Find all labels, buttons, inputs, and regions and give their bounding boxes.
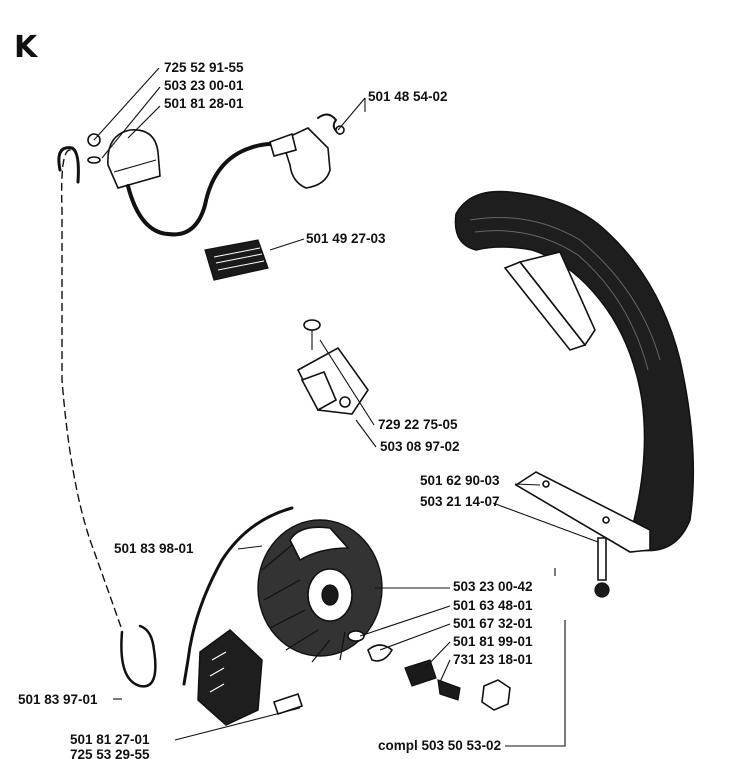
part-label: 725 53 29-55: [70, 747, 150, 759]
part-label: 501 48 54-02: [368, 89, 448, 104]
part-label: 501 81 99-01: [453, 634, 533, 649]
part-label: 501 62 90-03: [420, 473, 500, 488]
part-label: 725 52 91-55: [164, 60, 244, 75]
front-handle: [454, 190, 695, 598]
grille-part: [204, 239, 269, 281]
ignition-lead-assembly: [87, 113, 345, 237]
part-label: 731 23 18-01: [453, 652, 533, 667]
mount-bracket: [296, 319, 369, 415]
part-label: 503 23 00-01: [164, 78, 244, 93]
small-parts: [347, 630, 511, 711]
part-label: 501 67 32-01: [453, 616, 533, 631]
part-label: 503 21 14-07: [420, 494, 500, 509]
leader-lines: [93, 67, 599, 747]
part-label: 501 81 28-01: [164, 96, 244, 111]
part-label: 503 08 97-02: [380, 439, 460, 454]
section-letter: K: [14, 30, 39, 65]
short-cable: [182, 506, 294, 686]
part-label: compl 503 50 53-02: [378, 738, 501, 753]
part-label: 501 49 27-03: [306, 231, 386, 246]
ignition-module: [197, 629, 304, 726]
part-label: 501 63 48-01: [453, 598, 533, 613]
part-label: 501 81 27-01: [70, 732, 150, 747]
flywheel: [257, 519, 383, 663]
part-label: 729 22 75-05: [378, 417, 458, 432]
dashed-cable: [61, 149, 123, 631]
part-label: 501 83 98-01: [114, 541, 194, 556]
part-label: 501 83 97-01: [18, 692, 98, 707]
part-label: 503 23 00-42: [453, 579, 533, 594]
